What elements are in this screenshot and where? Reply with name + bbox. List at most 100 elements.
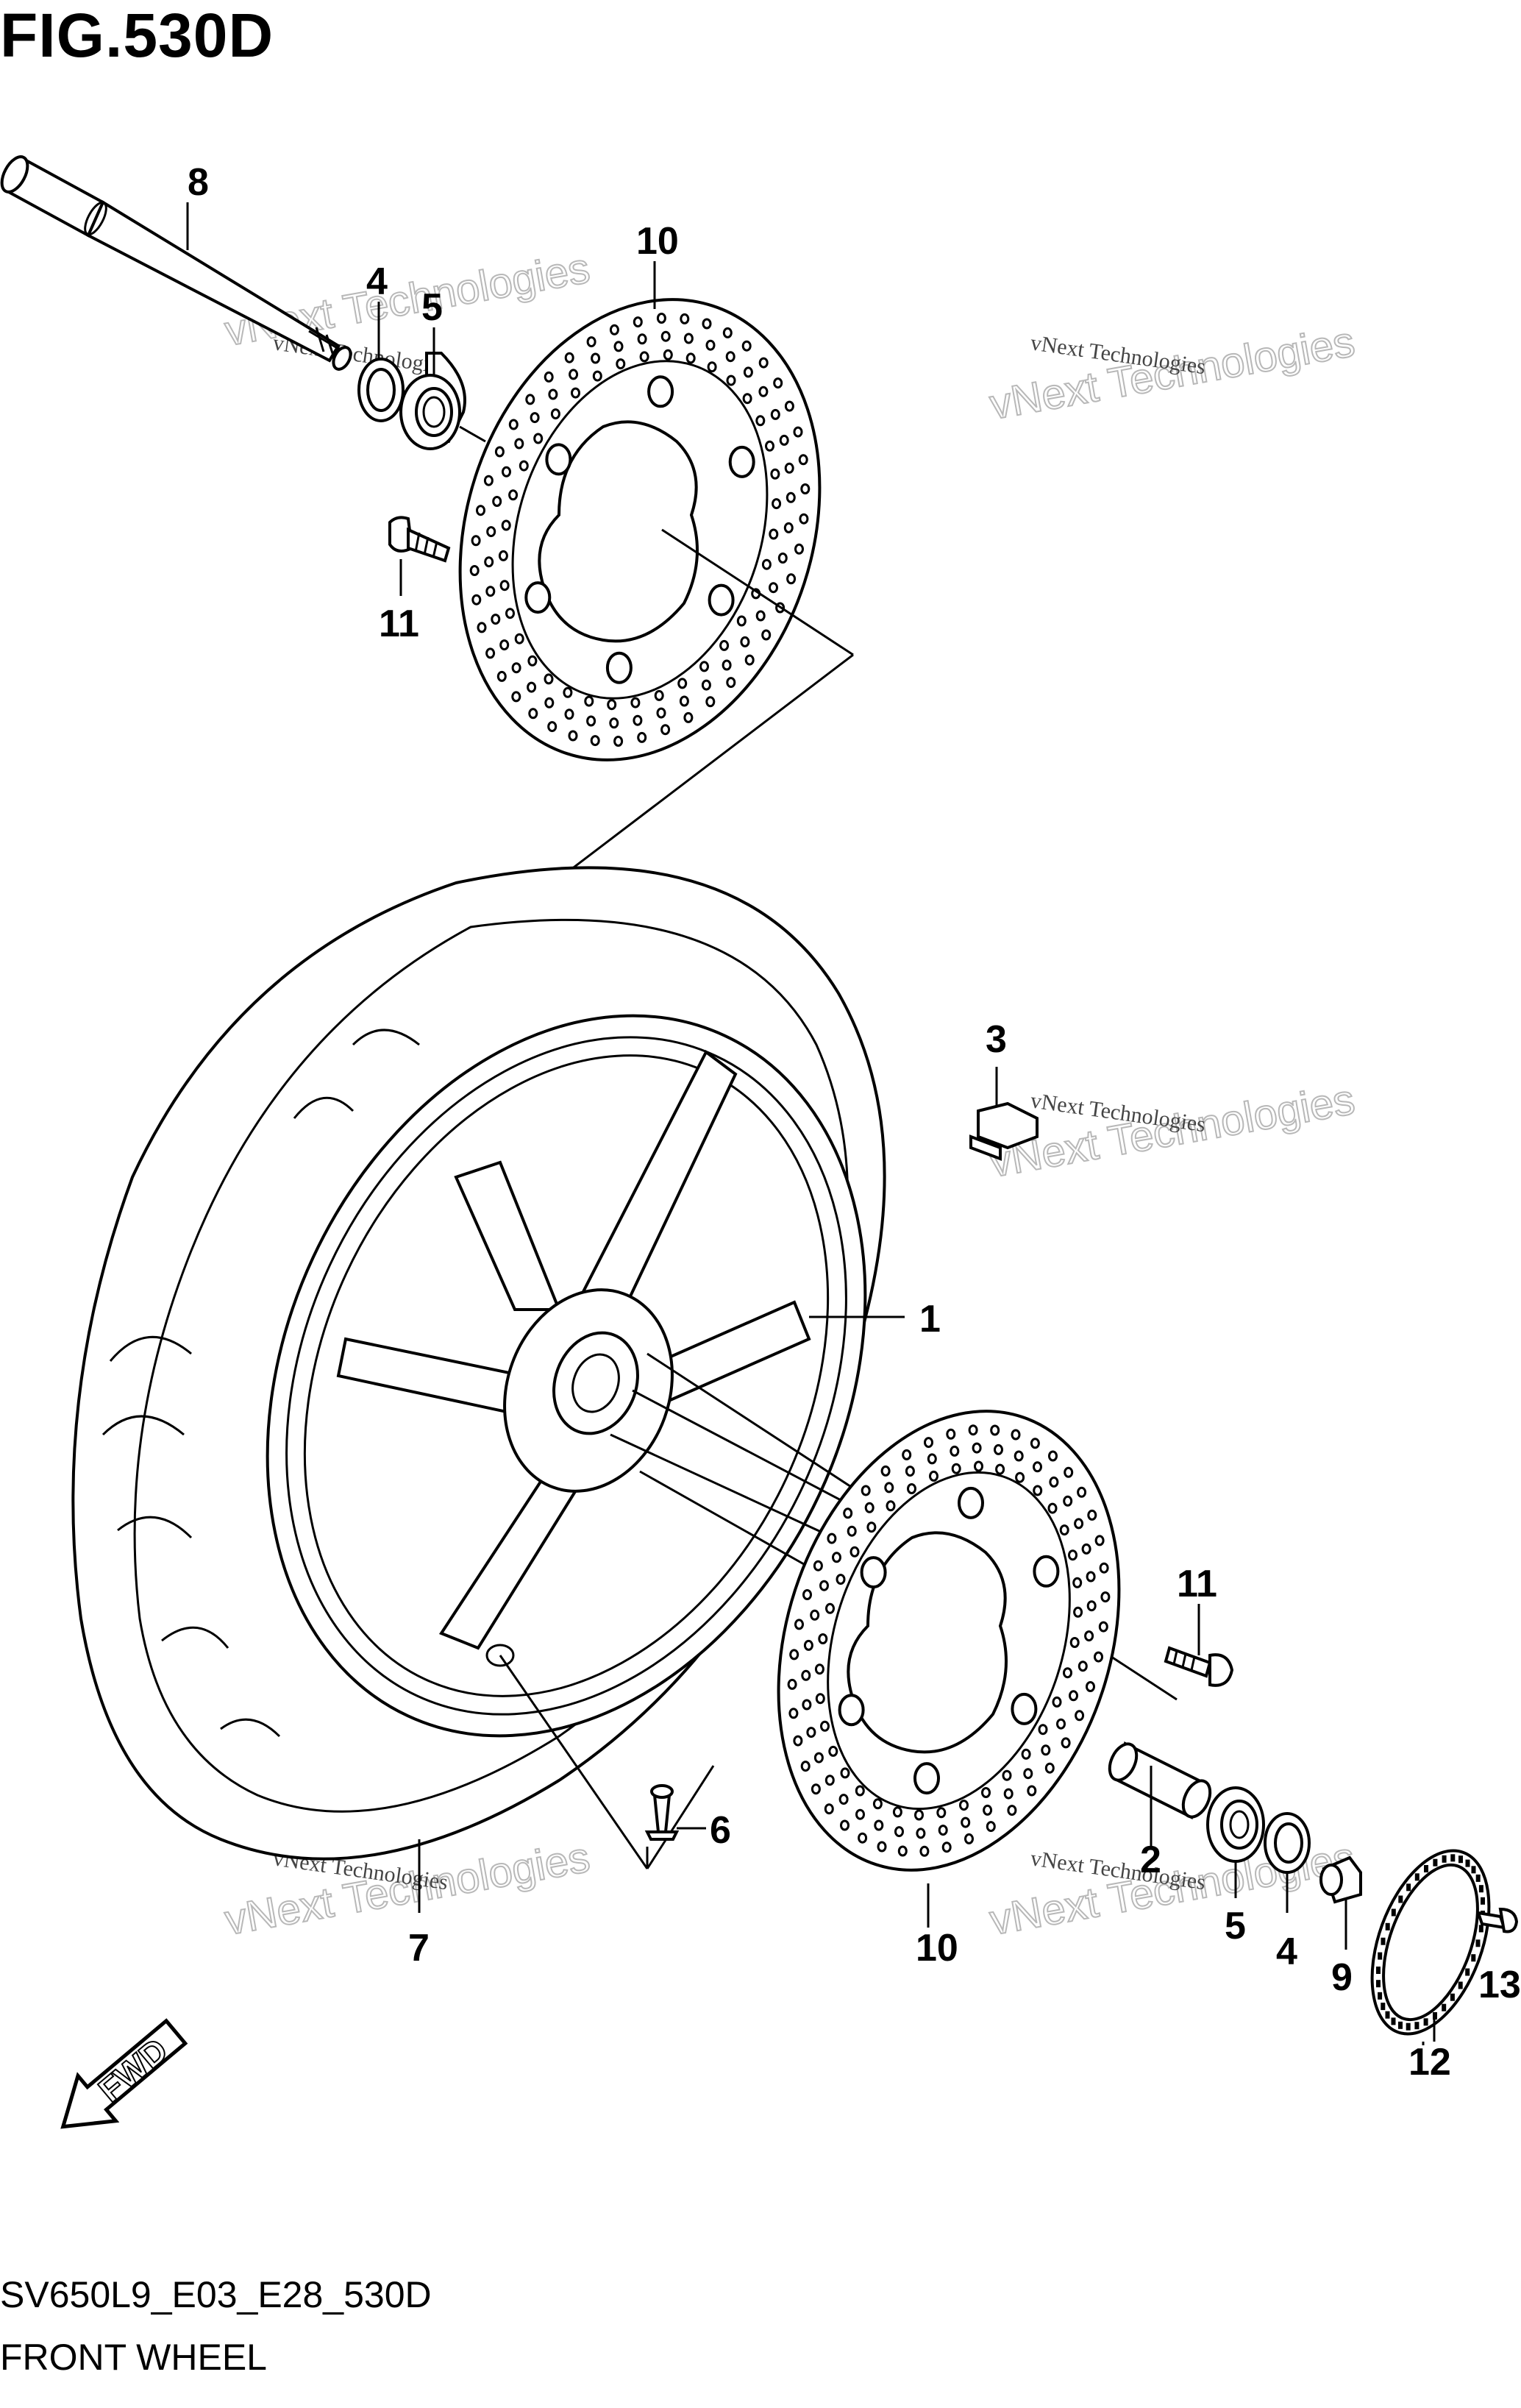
disc-drill-hole [986,1821,996,1833]
disc-drill-hole [1007,1805,1017,1816]
sensor-ring-tooth [1385,2011,1390,2019]
disc-drill-hole [1072,1577,1083,1588]
sensor-ring-tooth [1376,1967,1381,1974]
disc-drill-hole [972,1442,982,1454]
disc-drill-hole [527,655,538,667]
disc-drill-hole [843,1507,853,1519]
disc-drill-hole [1015,1471,1025,1483]
disc-drill-hole [530,412,540,424]
figure-name: FRONT WHEEL [0,2337,267,2378]
disc-drill-hole [828,1745,838,1757]
callout-2: 2 [1140,1839,1161,1881]
disc-drill-hole [806,1727,816,1738]
disc-drill-hole [485,586,496,597]
disc-drill-hole [813,1752,824,1764]
disc-drill-hole [1056,1718,1066,1730]
disc-drill-hole [802,1699,812,1711]
disc-drill-hole [1038,1724,1048,1736]
disc-drill-hole [801,1669,811,1681]
sensor-ring-tooth [1385,1922,1390,1931]
disc-drill-hole [814,1663,824,1675]
disc-drill-hole [824,1775,835,1786]
disc-drill-hole [656,313,666,324]
disc-drill-hole [586,715,596,727]
disc-drill-hole [586,336,596,348]
part-bearing-bottom [1206,1786,1265,1898]
disc-drill-hole [1033,1485,1043,1496]
disc-drill-hole [1023,1768,1033,1780]
disc-drill-hole [584,695,594,707]
disc-drill-hole [840,1767,850,1779]
disc-drill-hole [656,707,666,719]
callout-11-top: 11 [379,603,419,645]
sensor-ring-tooth [1475,1874,1481,1882]
disc-drill-hole [527,681,537,693]
disc-drill-hole [1098,1621,1108,1633]
part-spacer [1108,1741,1212,1847]
disc-drill-hole [959,1800,969,1811]
disc-drill-hole [705,696,716,708]
disc-rivet [838,1694,865,1727]
disc-drill-hole [786,573,797,585]
disc-drill-hole [815,1693,825,1705]
sensor-ring-tooth [1471,1954,1476,1962]
disc-drill-hole [974,1460,983,1472]
disc-drill-hole [994,1443,1003,1455]
disc-drill-hole [938,1825,948,1836]
disc-drill-hole [725,351,735,363]
sensor-ring-tooth [1442,2003,1447,2011]
figure-code: SV650L9_E03_E28_530D [0,2274,432,2315]
sensor-ring-tooth [1433,1858,1438,1867]
disc-drill-hole [477,622,487,633]
disc-drill-hole [1086,1571,1096,1583]
part-axle-shaft [0,155,352,371]
disc-drill-hole [1086,1600,1097,1612]
callout-9: 9 [1331,1956,1353,1999]
disc-drill-hole [786,491,796,503]
disc-drill-hole [660,330,671,342]
disc-drill-hole [740,636,750,647]
disc-drill-hole [874,1819,884,1831]
disc-drill-hole [1003,1788,1014,1800]
disc-drill-hole [1077,1661,1088,1672]
disc-drill-hole [496,670,507,682]
disc-drill-hole [777,553,788,564]
disc-drill-hole [511,691,521,703]
disc-drill-hole [872,1798,883,1810]
disc-drill-hole [769,582,778,594]
disc-drill-hole [877,1841,887,1853]
disc-drill-hole [1077,1486,1087,1498]
disc-drill-hole [630,697,641,708]
disc-drill-hole [1063,1495,1073,1507]
disc-drill-hole [550,408,560,420]
disc-drill-hole [800,1761,811,1772]
disc-drill-hole [794,543,804,555]
disc-rivet [860,1556,887,1589]
disc-drill-hole [779,434,789,446]
disc-drill-hole [609,324,619,335]
disc-drill-hole [827,1532,837,1544]
disc-drill-hole [726,677,736,689]
disc-drill-hole [1094,1535,1105,1546]
disc-drill-hole [471,535,481,547]
sensor-ring-tooth [1450,1854,1456,1862]
callout-4-top: 4 [366,260,388,303]
disc-drill-hole [741,340,752,352]
disc-drill-hole [811,1783,821,1795]
disc-drill-hole [494,446,505,458]
disc-drill-hole [592,370,602,382]
disc-drill-hole [936,1807,947,1819]
callout-labels: 8 10 4 5 11 3 1 11 6 2 10 5 4 9 12 13 7 [186,161,1521,2084]
sensor-ring-tooth [1478,1885,1483,1893]
disc-drill-hole [855,1785,865,1797]
disc-drill-hole [1084,1630,1094,1642]
sensor-ring-tooth [1475,1939,1481,1947]
part-collar [1319,1855,1362,1950]
disc-drill-hole [486,526,496,538]
disc-drill-hole [476,505,485,516]
disc-drill-hole [633,714,643,726]
disc-drill-hole [964,1833,974,1844]
sensor-ring-tooth [1378,1992,1383,2000]
disc-rivet [605,651,633,684]
disc-drill-hole [789,1649,799,1661]
